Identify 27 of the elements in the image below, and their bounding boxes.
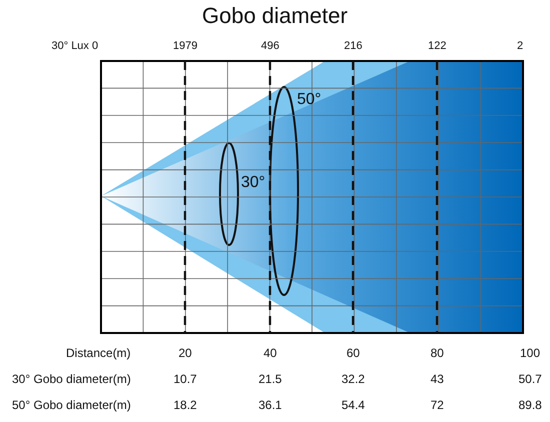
row-header: 50° Gobo diameter(m) — [12, 398, 131, 412]
table-cell: 50.7 — [518, 372, 542, 386]
chart-title: Gobo diameter — [202, 4, 348, 28]
table-cell: 40 — [264, 346, 277, 360]
table-cell: 80 — [430, 346, 444, 360]
beam-angle-label: 50° — [297, 91, 322, 109]
axis-label: 30° Lux 0 — [52, 40, 98, 53]
table-cell: 43 — [430, 372, 444, 386]
lux-value: 122 — [428, 40, 446, 53]
table-cell: 18.2 — [174, 398, 197, 412]
table-cell: 36.1 — [258, 398, 282, 412]
table-cell: 54.4 — [342, 398, 365, 412]
table-cell: 89.8 — [518, 398, 542, 412]
row-header: 30° Gobo diameter(m) — [12, 372, 131, 386]
beam-angle-label: 30° — [241, 174, 266, 192]
table-cell: 21.5 — [258, 372, 282, 386]
table-cell: 20 — [178, 346, 192, 360]
table-cell: 32.2 — [342, 372, 365, 386]
table-cell: 72 — [430, 398, 444, 412]
lux-value: 2 — [517, 40, 524, 53]
lux-value: 216 — [344, 40, 362, 53]
table-cell: 60 — [346, 346, 360, 360]
row-header: Distance(m) — [66, 346, 131, 360]
lux-value: 496 — [261, 40, 280, 53]
table-cell: 100 — [520, 346, 540, 360]
lux-value: 1979 — [173, 40, 198, 53]
table-cell: 10.7 — [174, 372, 197, 386]
